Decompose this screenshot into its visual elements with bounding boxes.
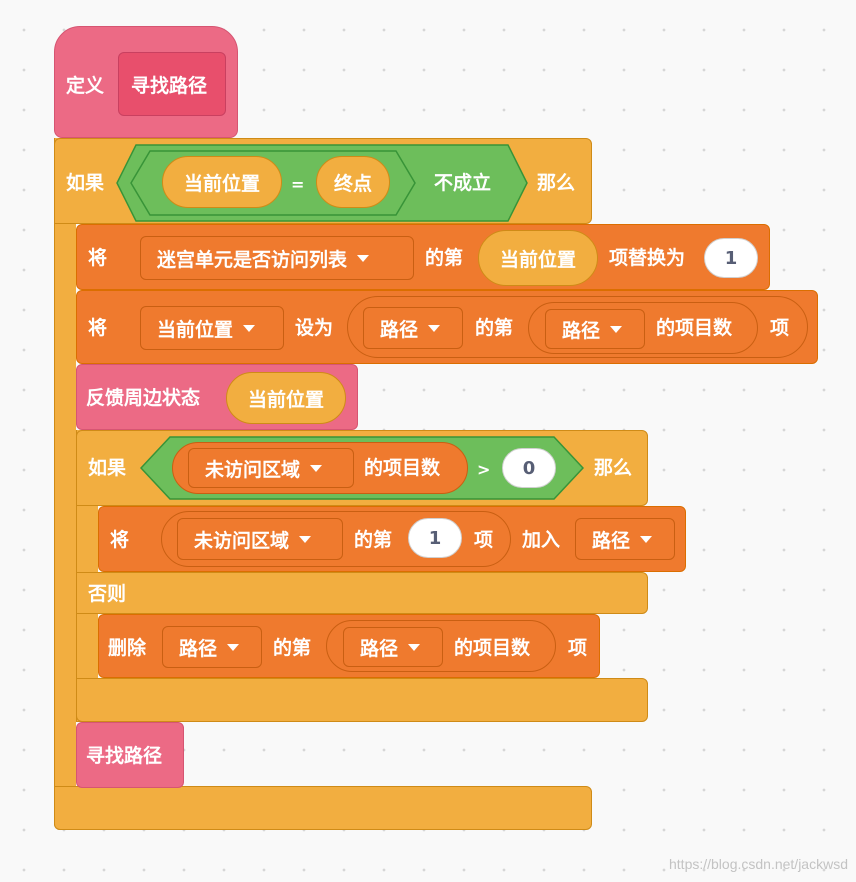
feedback-arg-reporter[interactable]: 当前位置	[226, 372, 346, 424]
chevron-down-icon	[357, 254, 370, 262]
replace-value-input[interactable]: 1	[704, 238, 758, 278]
delete-length-label: 的项目数	[454, 637, 531, 659]
add-index-input[interactable]: 1	[408, 518, 462, 558]
add-set-label: 将	[110, 529, 130, 551]
replace-with-label: 项替换为	[609, 247, 686, 269]
inner-length-label: 的项目数	[364, 457, 441, 479]
set-to-label: 设为	[295, 317, 334, 339]
then-label: 那么	[537, 172, 576, 194]
set-item-label: 项	[770, 317, 790, 339]
chevron-down-icon	[408, 643, 421, 651]
inner-then-label: 那么	[594, 457, 633, 479]
chevron-down-icon	[640, 535, 653, 543]
set-list-dropdown[interactable]: 路径	[363, 307, 463, 349]
set-variable-dropdown[interactable]: 当前位置	[140, 306, 284, 350]
call-label: 寻找路径	[86, 745, 163, 767]
if-block-foot	[54, 786, 592, 830]
set-length-label: 的项目数	[656, 317, 733, 339]
set-of-nth-label: 的第	[475, 317, 514, 339]
else-label: 否则	[88, 583, 127, 605]
equals-right-reporter[interactable]: 终点	[316, 156, 390, 208]
chevron-down-icon	[428, 324, 441, 332]
chevron-down-icon	[299, 535, 312, 543]
equals-left-reporter[interactable]: 当前位置	[162, 156, 282, 208]
if-block-arm	[54, 138, 76, 830]
define-label: 定义	[66, 75, 105, 97]
add-target-list-dropdown[interactable]: 路径	[575, 518, 675, 560]
chevron-down-icon	[310, 464, 323, 472]
if-label: 如果	[66, 172, 105, 194]
replace-list-dropdown[interactable]: 迷宫单元是否访问列表	[140, 236, 414, 280]
delete-item-label: 项	[568, 637, 588, 659]
gt-operator-label: >	[477, 460, 491, 479]
if-else-block-foot	[76, 678, 648, 722]
delete-label: 删除	[108, 637, 147, 659]
delete-list-dropdown[interactable]: 路径	[162, 626, 262, 668]
define-prototype-block[interactable]	[118, 52, 226, 116]
set-inner-list-dropdown[interactable]: 路径	[545, 309, 645, 349]
chevron-down-icon	[227, 643, 240, 651]
feedback-label: 反馈周边状态	[86, 387, 201, 409]
unvisited-list-dropdown[interactable]: 未访问区域	[188, 448, 354, 488]
gt-value-input[interactable]: 0	[502, 448, 556, 488]
watermark: https://blog.csdn.net/jackwsd	[669, 856, 848, 872]
add-to-label: 加入	[522, 529, 561, 551]
chevron-down-icon	[610, 325, 623, 333]
delete-inner-list-dropdown[interactable]: 路径	[343, 627, 443, 667]
inner-if-label: 如果	[88, 457, 127, 479]
add-list-dropdown[interactable]: 未访问区域	[177, 518, 343, 560]
set-label: 将	[88, 317, 108, 339]
chevron-down-icon	[243, 324, 256, 332]
delete-of-nth-label: 的第	[273, 637, 312, 659]
add-item-label: 项	[474, 529, 494, 551]
define-name: 寻找路径	[131, 75, 208, 97]
equals-operator: =	[291, 175, 305, 194]
replace-index-reporter[interactable]: 当前位置	[478, 230, 598, 286]
replace-of-nth-label: 的第	[425, 247, 464, 269]
not-label: 不成立	[434, 172, 492, 194]
replace-set-label: 将	[88, 247, 108, 269]
add-of-nth-label: 的第	[354, 529, 393, 551]
else-row	[76, 572, 648, 614]
call-block[interactable]	[76, 722, 184, 788]
